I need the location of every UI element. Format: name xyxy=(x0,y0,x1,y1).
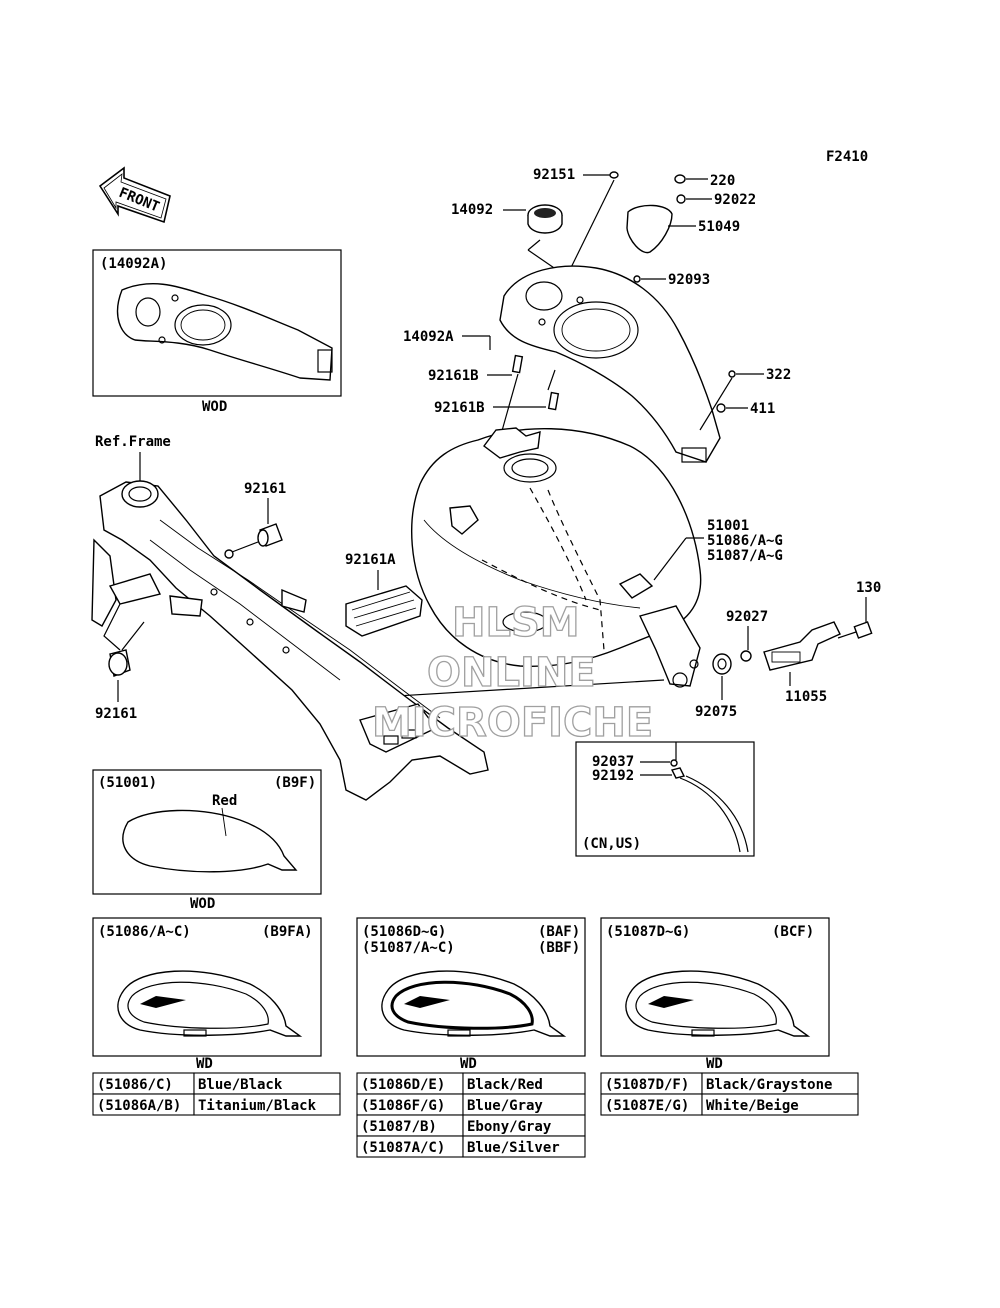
fuel-tank-51001 xyxy=(411,427,702,688)
label-92027: 92027 xyxy=(726,609,768,625)
inset-14092a: (14092A) WOD xyxy=(92,249,342,415)
washer-92022 xyxy=(676,194,686,204)
damper-92075 xyxy=(712,653,732,675)
label-92037: 92037 xyxy=(592,754,634,770)
label-92161a: 92161A xyxy=(345,552,396,568)
inset-14092a-code: (14092A) xyxy=(100,256,167,272)
panel-51086-a-c: (51086/A~C) (B9FA) WD xyxy=(92,917,322,1072)
label-14092: 14092 xyxy=(451,202,493,218)
frame-reference xyxy=(91,480,489,801)
table-1-row-1-code: (51086/C) xyxy=(97,1077,173,1093)
color-table-3: (51087D/F) Black/Graystone (51087E/G) Wh… xyxy=(600,1072,859,1116)
label-92192: 92192 xyxy=(592,768,634,784)
damper-92161-top xyxy=(257,523,283,547)
inset-51001-color: Red xyxy=(212,793,237,809)
damper-92161-bottom xyxy=(108,649,131,677)
pad-92161b-1 xyxy=(511,354,524,374)
panel-1-code: (51086/A~C) xyxy=(98,924,191,940)
inset-51001-variant: (B9F) xyxy=(274,775,316,791)
watermark-line2: ONLINE xyxy=(427,650,596,696)
screw-322 xyxy=(728,370,736,378)
table-1-row-2-color: Titanium/Black xyxy=(198,1098,317,1114)
watermark-line3: MICROFICHE xyxy=(372,700,653,746)
front-arrow-icon: FRONT xyxy=(98,166,171,224)
table-3-row-2-color: White/Beige xyxy=(706,1098,799,1114)
label-11055: 11055 xyxy=(785,689,827,705)
screw-92151 xyxy=(609,171,619,179)
panel-1-caption: WD xyxy=(196,1056,213,1072)
panel-2-variant2: (BBF) xyxy=(538,940,580,956)
label-ref-frame: Ref.Frame xyxy=(95,434,171,450)
table-2-row-2-code: (51086F/G) xyxy=(361,1098,445,1114)
inset-51001-caption: WOD xyxy=(190,896,215,912)
table-1-row-1-color: Blue/Black xyxy=(198,1077,283,1093)
pad-92161b-2 xyxy=(547,391,560,411)
label-130: 130 xyxy=(856,580,881,596)
watermark-line1: HLSM xyxy=(452,600,580,646)
hose xyxy=(679,777,741,853)
inset-14092a-caption: WOD xyxy=(202,399,227,415)
label-322: 322 xyxy=(766,367,791,383)
collar-92027 xyxy=(740,650,752,662)
bolt-220 xyxy=(674,174,686,184)
table-2-row-1-color: Black/Red xyxy=(467,1077,543,1093)
inset-51001: (51001) (B9F) Red WOD xyxy=(92,769,322,912)
inset-cn-us: 92037 92192 (CN,US) xyxy=(575,741,755,857)
inset-cn-us-region: (CN,US) xyxy=(582,836,641,852)
tank-silhouette-b9f xyxy=(122,809,298,873)
table-3-row-2-code: (51087E/G) xyxy=(605,1098,689,1114)
bracket-11055 xyxy=(763,621,841,671)
label-51001: 51001 xyxy=(707,518,749,534)
label-92022: 92022 xyxy=(714,192,756,208)
table-2-row-4-code: (51087A/C) xyxy=(361,1140,445,1156)
cover-51049 xyxy=(626,204,673,254)
table-2-row-4-color: Blue/Silver xyxy=(467,1140,560,1156)
panel-51086d-g: (51086D~G) (BAF) (51087/A~C) (BBF) WD xyxy=(356,917,586,1072)
label-14092a: 14092A xyxy=(403,329,454,345)
color-table-2: (51086D/E) Black/Red (51086F/G) Blue/Gra… xyxy=(356,1072,586,1158)
diagram-code: F2410 xyxy=(826,149,868,165)
label-92151: 92151 xyxy=(533,167,575,183)
label-92161-bottom: 92161 xyxy=(95,706,137,722)
panel-3-caption: WD xyxy=(706,1056,723,1072)
label-51049: 51049 xyxy=(698,219,740,235)
label-92161b-1: 92161B xyxy=(428,368,479,384)
clamp-92192 xyxy=(670,767,686,779)
panel-2-code: (51086D~G) xyxy=(362,924,446,940)
table-2-row-2-color: Blue/Gray xyxy=(467,1098,543,1114)
label-92093: 92093 xyxy=(668,272,710,288)
label-411: 411 xyxy=(750,401,775,417)
panel-2-caption: WD xyxy=(460,1056,477,1072)
panel-2-code2: (51087/A~C) xyxy=(362,940,455,956)
panel-1-variant: (B9FA) xyxy=(262,924,313,940)
tank-graphic-3 xyxy=(625,970,811,1037)
label-51086: 51086/A~G xyxy=(707,533,783,549)
label-92075: 92075 xyxy=(695,704,737,720)
panel-3-code: (51087D~G) xyxy=(606,924,690,940)
panel-2-variant: (BAF) xyxy=(538,924,580,940)
tank-graphic-1 xyxy=(117,970,303,1037)
rubber-92161a xyxy=(345,585,423,637)
inset-51001-code: (51001) xyxy=(98,775,157,791)
label-220: 220 xyxy=(710,173,735,189)
tank-graphic-2 xyxy=(381,970,567,1037)
color-table-1: (51086/C) Blue/Black (51086A/B) Titanium… xyxy=(92,1072,341,1116)
table-2-row-1-code: (51086D/E) xyxy=(361,1077,445,1093)
watermark: HLSM ONLINE MICROFICHE xyxy=(371,599,654,746)
label-51087: 51087/A~G xyxy=(707,548,783,564)
panel-51087d-g: (51087D~G) (BCF) WD xyxy=(600,917,830,1072)
bolt-130 xyxy=(837,621,873,639)
table-2-row-3-code: (51087/B) xyxy=(361,1119,437,1135)
grommet-92093 xyxy=(633,275,641,283)
fuel-cap-14092 xyxy=(527,204,563,234)
nut-411 xyxy=(716,403,726,413)
label-92161-top: 92161 xyxy=(244,481,286,497)
label-92161b-2: 92161B xyxy=(434,400,485,416)
table-3-row-1-color: Black/Graystone xyxy=(706,1077,832,1093)
panel-3-variant: (BCF) xyxy=(772,924,814,940)
table-1-row-2-code: (51086A/B) xyxy=(97,1098,181,1114)
table-3-row-1-code: (51087D/F) xyxy=(605,1077,689,1093)
table-2-row-3-color: Ebony/Gray xyxy=(467,1119,552,1135)
